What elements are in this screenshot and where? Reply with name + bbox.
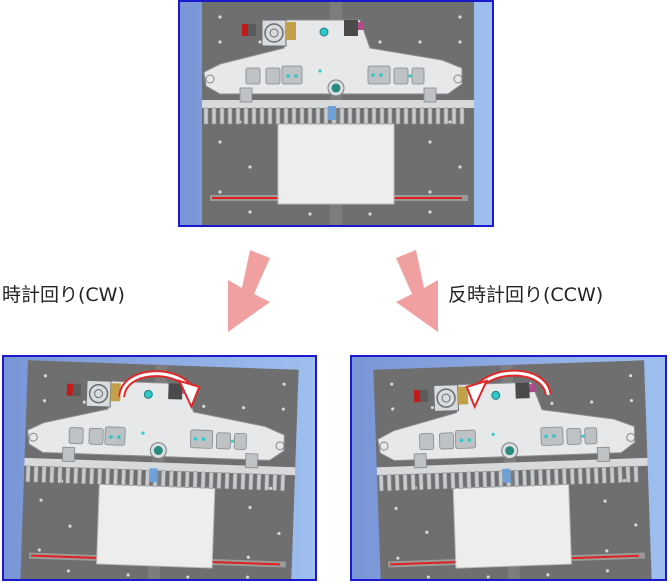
clockwise-panel (2, 355, 317, 581)
down-arrow-icon (396, 250, 438, 332)
counterclockwise-panel (350, 355, 667, 581)
counterclockwise-arrow-icon (465, 369, 552, 410)
initial-state-panel (178, 0, 494, 227)
caption-counterclockwise: 反時計回り(CCW) (448, 284, 604, 306)
caption-clockwise: 時計回り(CW) (2, 284, 125, 306)
down-arrow-icon (228, 250, 270, 332)
machine-assembly-ccw (372, 359, 653, 579)
machine-assembly-cw (19, 359, 300, 579)
machine-assembly-initial (201, 2, 475, 225)
clockwise-arrow-icon (118, 370, 201, 410)
